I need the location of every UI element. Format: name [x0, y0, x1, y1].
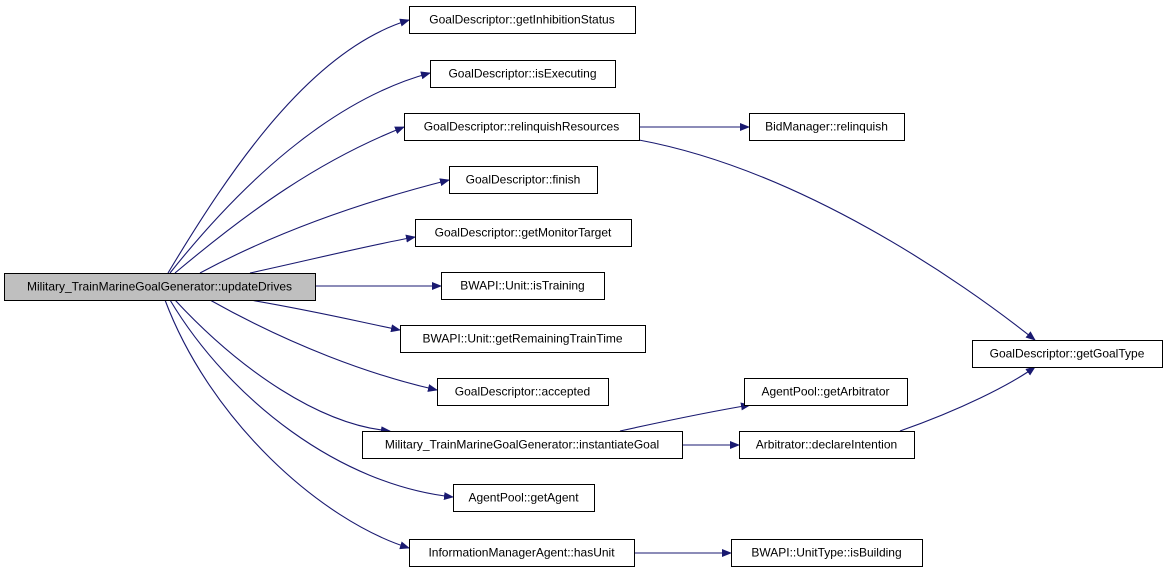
- edge-root-to-n9: [174, 299, 391, 435]
- node-box[interactable]: [453, 484, 595, 512]
- node-box[interactable]: [409, 539, 635, 567]
- edge-m3-to-g1: [899, 366, 1036, 432]
- node-label: GoalDescriptor::getMonitorTarget: [435, 226, 612, 240]
- node-label: Military_TrainMarineGoalGenerator::insta…: [385, 438, 659, 452]
- node-label: GoalDescriptor::getGoalType: [990, 347, 1145, 361]
- node-label: GoalDescriptor::relinquishResources: [424, 120, 619, 134]
- edge-root-to-n4: [199, 178, 450, 274]
- edge-root-to-n3: [174, 126, 405, 274]
- edge-n9-to-m2: [619, 402, 751, 432]
- graph-node[interactable]: GoalDescriptor::relinquishResources: [404, 113, 640, 141]
- edges-layer: [164, 18, 1036, 557]
- node-box[interactable]: [4, 273, 316, 301]
- graph-node[interactable]: InformationManagerAgent::hasUnit: [409, 539, 635, 567]
- node-label: Arbitrator::declareIntention: [756, 438, 897, 452]
- node-box[interactable]: [441, 272, 605, 300]
- node-label: GoalDescriptor::getInhibitionStatus: [429, 13, 614, 27]
- node-box[interactable]: [731, 539, 923, 567]
- graph-node[interactable]: GoalDescriptor::finish: [449, 166, 598, 194]
- graph-node[interactable]: GoalDescriptor::getMonitorTarget: [415, 219, 632, 247]
- node-box[interactable]: [739, 431, 915, 459]
- node-box[interactable]: [409, 6, 636, 34]
- graph-node[interactable]: GoalDescriptor::getInhibitionStatus: [409, 6, 636, 34]
- graph-node[interactable]: GoalDescriptor::accepted: [437, 378, 609, 406]
- node-label: GoalDescriptor::isExecuting: [448, 67, 596, 81]
- node-label: AgentPool::getArbitrator: [761, 385, 889, 399]
- graph-node[interactable]: BWAPI::Unit::getRemainingTrainTime: [400, 325, 646, 353]
- node-box[interactable]: [972, 340, 1163, 368]
- edge-root-to-n5: [249, 234, 416, 274]
- node-label: BWAPI::Unit::isTraining: [460, 279, 584, 293]
- node-box[interactable]: [449, 166, 598, 194]
- edge-root-to-n11: [164, 299, 410, 550]
- node-label: GoalDescriptor::finish: [466, 173, 581, 187]
- node-label: BWAPI::UnitType::isBuilding: [751, 546, 901, 560]
- edge-root-to-n1: [167, 18, 410, 274]
- graph-node[interactable]: Military_TrainMarineGoalGenerator::insta…: [362, 431, 683, 459]
- node-label: AgentPool::getAgent: [468, 491, 579, 505]
- node-box[interactable]: [415, 219, 632, 247]
- graph-node[interactable]: BWAPI::UnitType::isBuilding: [731, 539, 923, 567]
- edge-root-to-n10: [169, 299, 454, 501]
- graph-node[interactable]: AgentPool::getAgent: [453, 484, 595, 512]
- graph-node[interactable]: AgentPool::getArbitrator: [744, 378, 908, 406]
- node-box[interactable]: [744, 378, 908, 406]
- node-box[interactable]: [430, 60, 616, 88]
- node-box[interactable]: [437, 378, 609, 406]
- node-box[interactable]: [400, 325, 646, 353]
- node-label: BidManager::relinquish: [765, 120, 888, 134]
- graph-node[interactable]: GoalDescriptor::getGoalType: [972, 340, 1163, 368]
- graph-node[interactable]: GoalDescriptor::isExecuting: [430, 60, 616, 88]
- edge-root-to-n2: [169, 71, 431, 274]
- edge-root-to-n8: [209, 299, 438, 392]
- graph-node[interactable]: BidManager::relinquish: [749, 113, 905, 141]
- graph-node[interactable]: BWAPI::Unit::isTraining: [441, 272, 605, 300]
- nodes-layer: Military_TrainMarineGoalGenerator::updat…: [4, 6, 1163, 567]
- node-label: Military_TrainMarineGoalGenerator::updat…: [27, 280, 292, 294]
- node-label: GoalDescriptor::accepted: [455, 385, 590, 399]
- graph-node[interactable]: Arbitrator::declareIntention: [739, 431, 915, 459]
- node-box[interactable]: [362, 431, 683, 459]
- node-box[interactable]: [404, 113, 640, 141]
- root-node[interactable]: Military_TrainMarineGoalGenerator::updat…: [4, 273, 316, 301]
- node-label: BWAPI::Unit::getRemainingTrainTime: [422, 332, 622, 346]
- edge-n3-to-g1: [638, 139, 1036, 341]
- node-box[interactable]: [749, 113, 905, 141]
- edge-root-to-n7: [249, 299, 401, 333]
- node-label: InformationManagerAgent::hasUnit: [428, 546, 615, 560]
